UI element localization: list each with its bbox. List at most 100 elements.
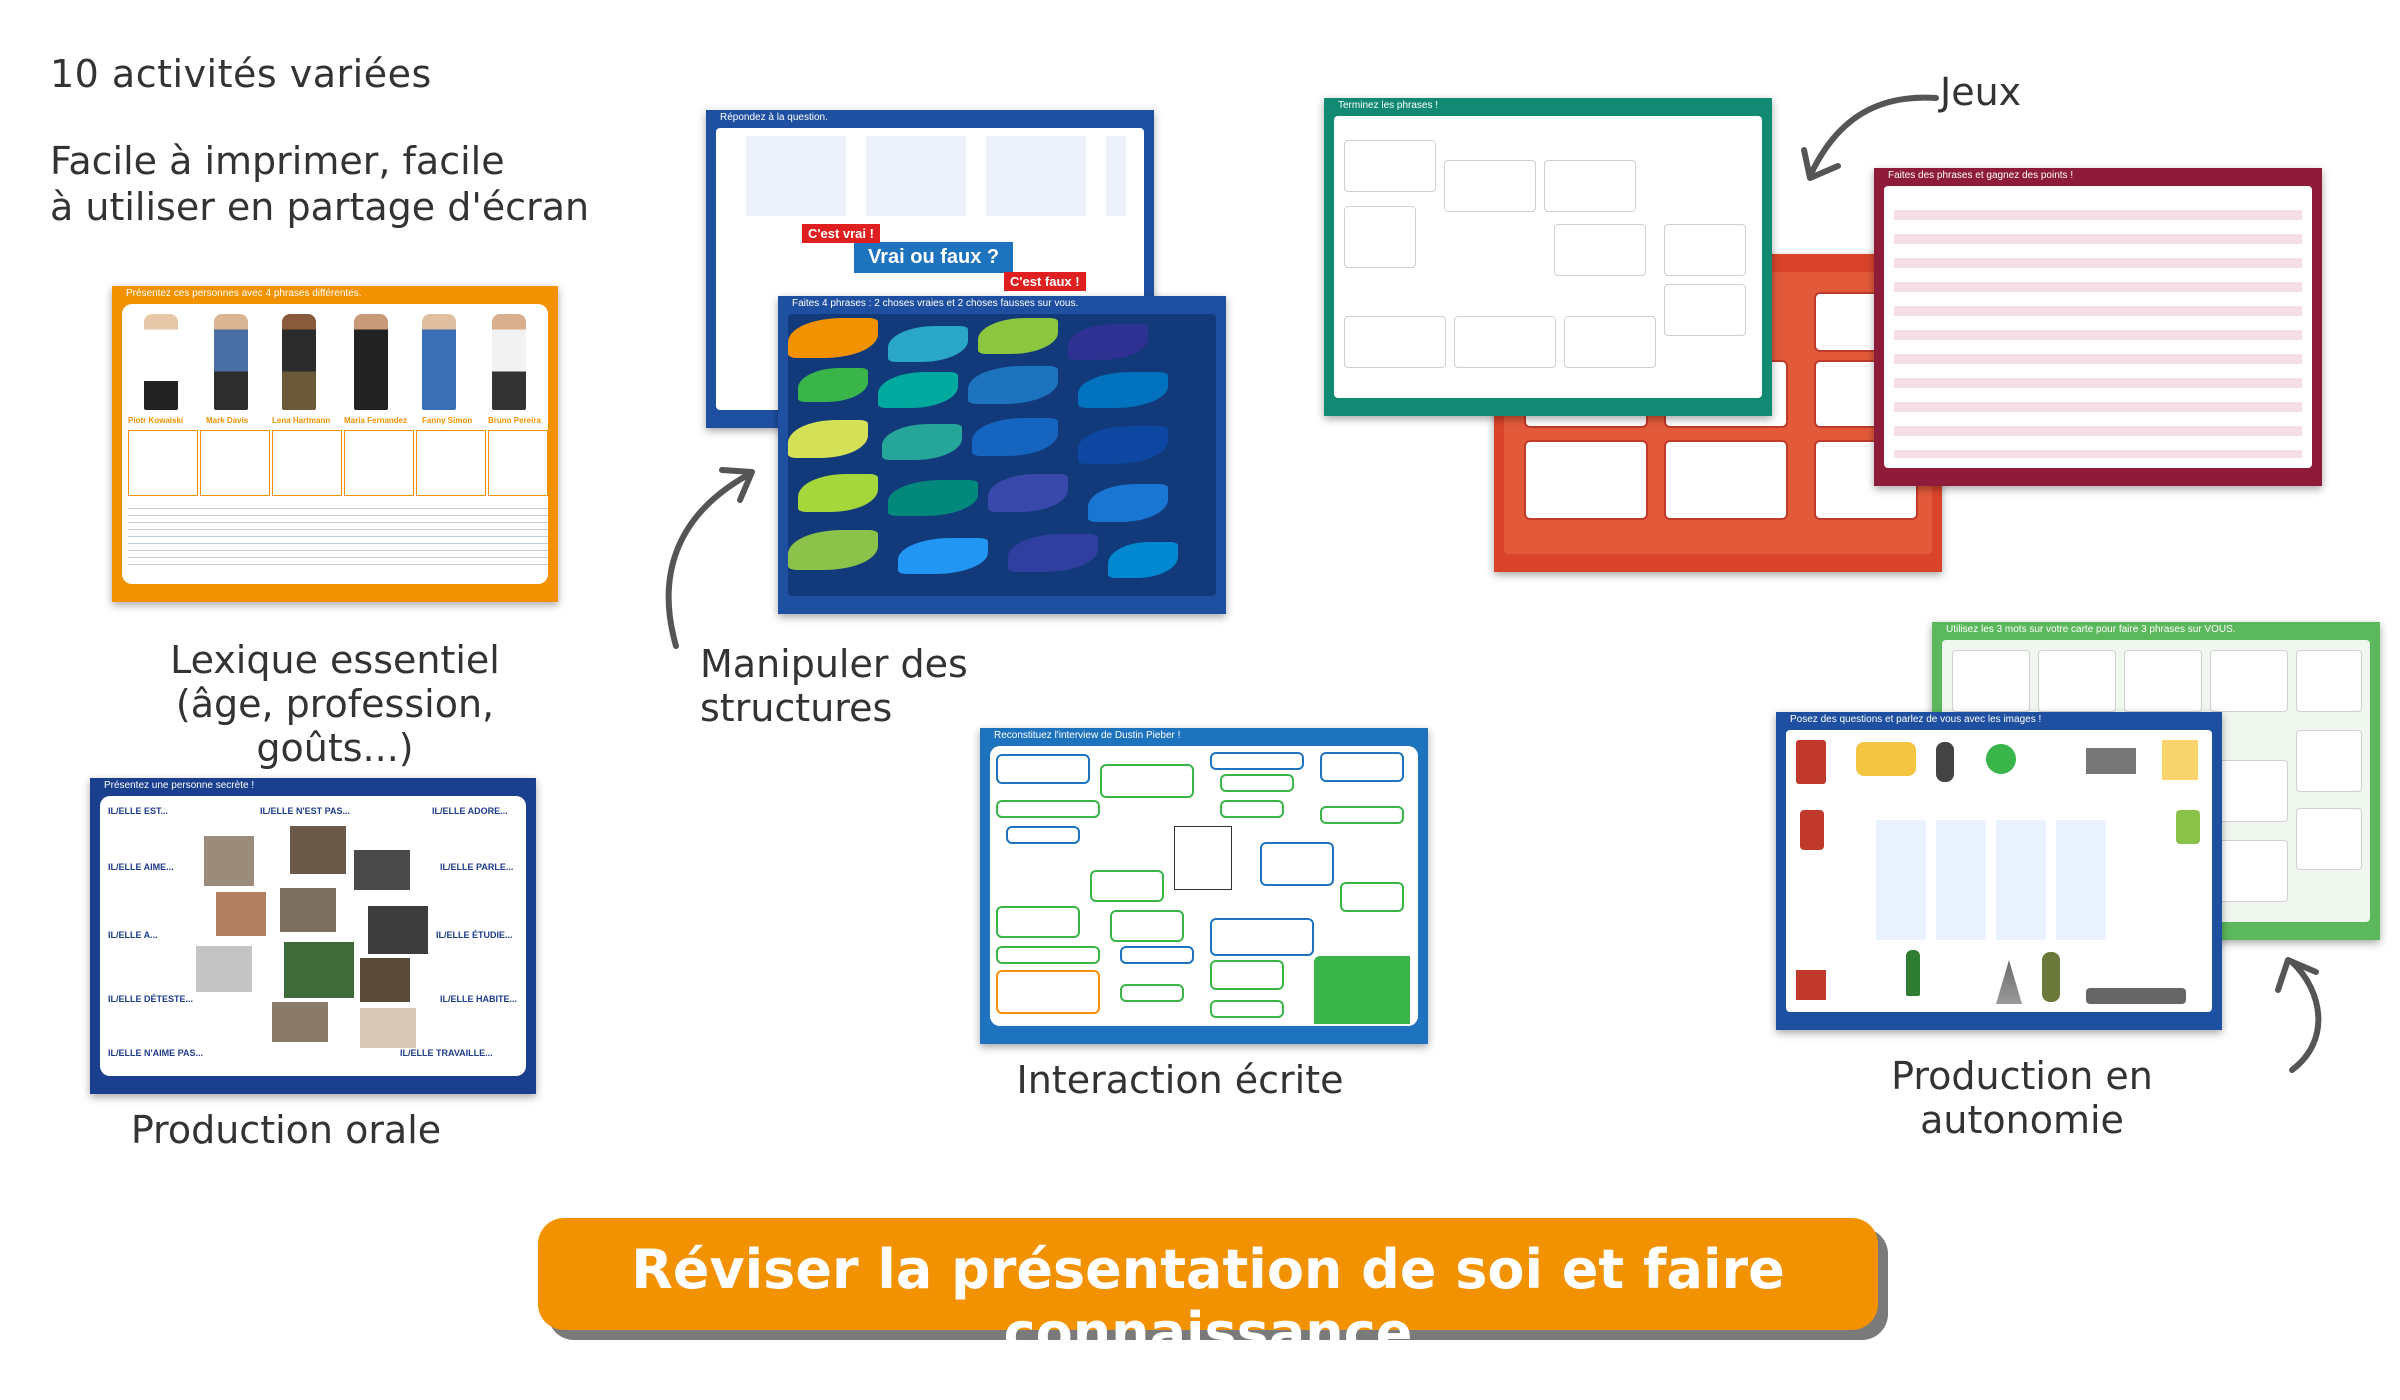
- word-card: [1524, 440, 1648, 520]
- drop-shape: [878, 372, 958, 408]
- sentence-lines: [128, 502, 548, 568]
- orale-card: Présentez une personne secrète ! IL/ELLE…: [90, 778, 536, 1094]
- chat-bubble: [1260, 842, 1334, 886]
- jeux-card-maroon: Faites des phrases et gagnez des points …: [1874, 168, 2322, 486]
- drop-shape: [788, 318, 878, 358]
- chat-bubble: [996, 906, 1080, 938]
- name-box: [416, 430, 486, 496]
- orale-body: IL/ELLE EST... IL/ELLE N'EST PAS... IL/E…: [100, 796, 526, 1076]
- portrait-sketch: [1174, 826, 1232, 890]
- orale-label: IL/ELLE HABITE...: [440, 994, 518, 1004]
- autonomie-blue-body: [1786, 730, 2212, 1012]
- person-name: Mark Davis: [206, 416, 249, 425]
- caption-jeux: Jeux: [1940, 70, 2022, 114]
- train-icon: [2086, 988, 2186, 1004]
- caption-lexique-detail: (âge, profession, goûts...): [175, 682, 495, 770]
- sofa-icon: [1856, 742, 1916, 776]
- chat-bubble: [1220, 774, 1294, 792]
- word-tile: [2210, 650, 2288, 712]
- ecrite-body: [990, 746, 1418, 1026]
- name-box: [128, 430, 198, 496]
- drop-shape: [1108, 542, 1178, 578]
- caption-ecrite: Interaction écrite: [1016, 1058, 1344, 1102]
- photo: [368, 906, 428, 954]
- structures-card: Faites 4 phrases : 2 choses vraies et 2 …: [778, 296, 1226, 614]
- photo: [284, 942, 354, 998]
- title-banner: Réviser la présentation de soi et faire …: [538, 1218, 1878, 1364]
- curved-arrow-icon: [1801, 94, 1939, 181]
- chat-bubble: [1006, 826, 1080, 844]
- book-icon: [1796, 970, 1826, 1000]
- orale-label: IL/ELLE N'AIME PAS...: [108, 1048, 203, 1058]
- drop-shape: [968, 366, 1058, 404]
- caption-lexique-title: Lexique essentiel: [170, 638, 500, 682]
- sentence-tile: [1554, 224, 1646, 276]
- sentence-tile: [1564, 316, 1656, 368]
- orale-label: IL/ELLE A...: [108, 930, 158, 940]
- structures-header: Faites 4 phrases : 2 choses vraies et 2 …: [792, 298, 1079, 309]
- sentence-tile: [1664, 224, 1746, 276]
- title-banner-text: Réviser la présentation de soi et faire …: [631, 1238, 1785, 1364]
- jeux-teal-body: [1334, 116, 1762, 398]
- points-lines: [1894, 196, 2302, 458]
- caption-autonomie: Production en autonomie: [1891, 1054, 2153, 1142]
- intro-print: Facile à imprimer, facile à utiliser en …: [50, 138, 589, 230]
- eiffel-icon: [1996, 960, 2022, 1004]
- person-figure: [492, 314, 526, 410]
- orale-label: IL/ELLE EST...: [108, 806, 169, 816]
- autonomie-blue-header: Posez des questions et parlez de vous av…: [1790, 714, 2042, 725]
- sentence-tile: [1454, 316, 1556, 368]
- person-name: Maria Fernandez: [344, 416, 408, 425]
- name-box: [200, 430, 270, 496]
- drop-shape: [888, 326, 968, 362]
- word-tile: [2210, 760, 2288, 822]
- lexique-card-body: Piotr Kowalski Mark Davis Lena Hartmann …: [122, 304, 548, 584]
- chat-bubble: [1120, 984, 1184, 1002]
- chat-bubble: [996, 946, 1100, 964]
- word-tile: [2210, 840, 2288, 902]
- ecrite-header: Reconstituez l'interview de Dustin Piebe…: [994, 730, 1181, 741]
- celebrity-panel: [1314, 956, 1410, 1024]
- orale-label: IL/ELLE TRAVAILLE...: [400, 1048, 493, 1058]
- orale-label: IL/ELLE ADORE...: [432, 806, 508, 816]
- photo: [290, 826, 346, 874]
- faux-label: C'est faux !: [1004, 272, 1086, 291]
- chat-bubble: [1210, 1000, 1284, 1018]
- jeux-card-teal: Terminez les phrases !: [1324, 98, 1772, 416]
- word-tile: [2296, 650, 2362, 712]
- caption-structures: Manipuler des structures: [700, 642, 968, 730]
- orale-label: IL/ELLE DÉTESTE...: [108, 994, 194, 1004]
- jeux-maroon-body: [1884, 186, 2312, 468]
- drop-shape: [1078, 372, 1168, 408]
- sentence-tile: [1544, 160, 1636, 212]
- chat-bubble: [1340, 882, 1404, 912]
- word-tile: [1952, 650, 2030, 712]
- sentence-tile: [1344, 206, 1416, 268]
- sentence-tile: [1664, 284, 1746, 336]
- chat-bubble: [996, 800, 1100, 818]
- lexique-card: Présentez ces personnes avec 4 phrases d…: [112, 286, 558, 602]
- photo: [272, 1002, 328, 1042]
- orale-label: IL/ELLE AIME...: [108, 862, 174, 872]
- caption-lexique: Lexique essentiel (âge, profession, goût…: [110, 638, 560, 770]
- person-figure: [354, 314, 388, 410]
- vrai-faux-title: Vrai ou faux ?: [854, 242, 1014, 273]
- photo: [196, 946, 252, 992]
- word-tile: [2296, 730, 2362, 792]
- chat-bubble: [1320, 806, 1404, 824]
- palm-icon: [1986, 744, 2016, 774]
- drop-shape: [972, 418, 1058, 456]
- chat-bubble: [1100, 764, 1194, 798]
- photo: [354, 850, 410, 890]
- bottle-icon: [1906, 950, 1920, 996]
- word-tile: [2296, 808, 2362, 870]
- person-name: Fanny Simon: [422, 416, 473, 425]
- photo: [216, 892, 266, 936]
- name-box: [272, 430, 342, 496]
- orale-header: Présentez une personne secrète !: [104, 780, 255, 791]
- sentence-tile: [1344, 140, 1436, 192]
- drop-shape: [898, 538, 988, 574]
- autonomie-green-header: Utilisez les 3 mots sur votre carte pour…: [1946, 624, 2236, 635]
- drop-shape: [1078, 426, 1168, 464]
- photo: [204, 836, 254, 886]
